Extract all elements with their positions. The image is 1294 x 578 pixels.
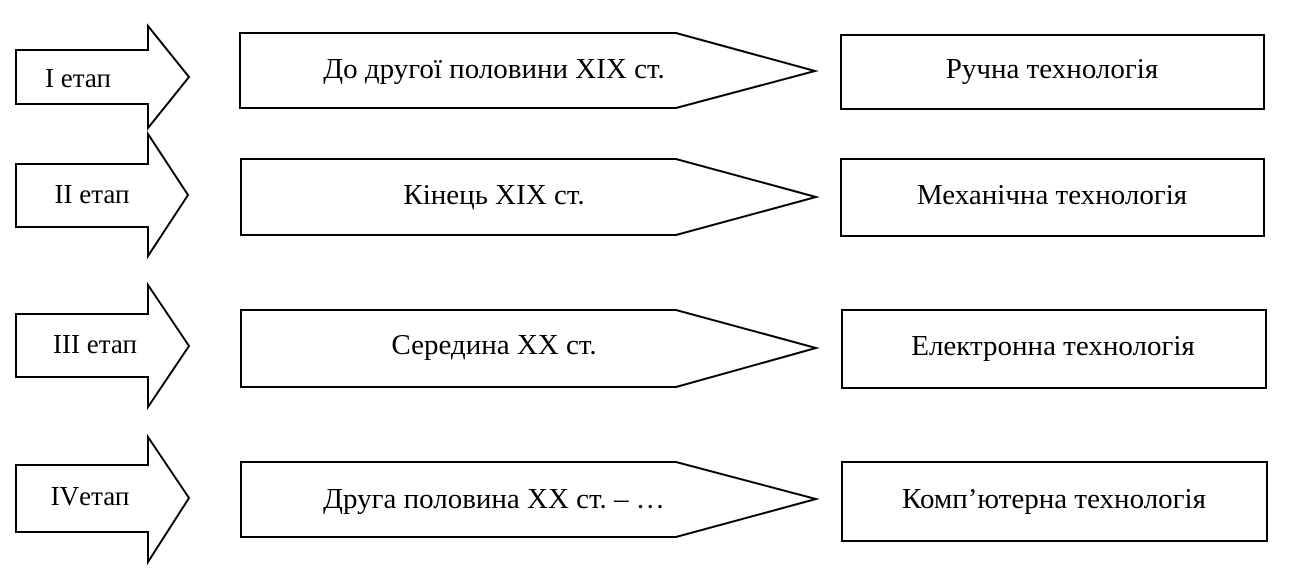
stage-label-2: II етап [55,179,130,209]
period-arrow-2 [240,158,820,236]
technology-box-4 [841,461,1268,542]
period-arrow-1 [239,32,819,109]
stage-label-3: III етап [53,329,137,359]
technology-label-2: Механічна технологія [917,179,1187,211]
technology-box-2 [840,158,1265,237]
period-arrow-4 [240,461,820,538]
technology-label-1: Ручна технологія [946,53,1158,85]
stage-arrow-2 [15,130,190,260]
stage-row-4: IVетап Друга половина XX ст. – … Комп’ют… [15,433,1268,566]
stage-row-2: II етап Кінець XIX ст. Механічна техноло… [15,130,1265,260]
technology-label-4: Комп’ютерна технологія [902,483,1206,515]
period-label-4: Друга половина XX ст. – … [323,483,665,515]
stage-row-3: III етап Середина XX ст. Електронна техн… [15,281,1267,411]
technology-box-1 [840,34,1265,110]
stage-arrow-3 [15,281,191,411]
technology-label-3: Електронна технологія [911,330,1195,362]
period-arrow-3 [240,309,820,388]
stage-arrow-4 [15,433,191,566]
stage-row-1: I етап До другої половини XIX ст. Ручна … [15,23,1265,131]
stage-arrow-1 [15,23,191,131]
stage-label-1: I етап [45,63,111,93]
period-label-2: Кінець XIX ст. [403,179,584,211]
technology-box-3 [841,309,1267,389]
stage-label-4: IVетап [51,481,130,511]
period-label-1: До другої половини XIX ст. [323,53,664,85]
period-label-3: Середина XX ст. [391,329,596,361]
